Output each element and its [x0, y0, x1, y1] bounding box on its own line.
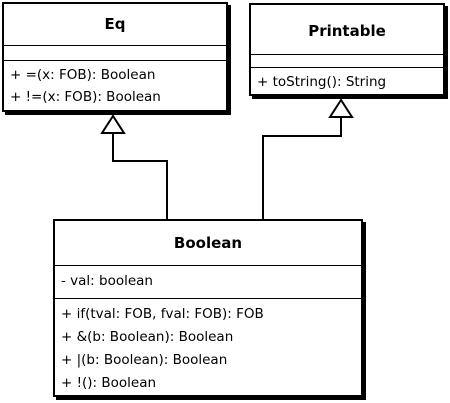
eq-generalization-arrowhead: [100, 114, 126, 134]
boolean-to-eq-line: [112, 133, 168, 219]
class-eq: Eq + =(x: FOB): Boolean + !=(x: FOB): Bo…: [2, 2, 228, 112]
operation: + toString(): String: [257, 74, 387, 90]
operation: + &(b: Boolean): Boolean: [61, 329, 234, 345]
class-printable-name: Printable: [251, 5, 443, 55]
class-boolean-operations: + if(tval: FOB, fval: FOB): FOB + &(b: B…: [55, 299, 361, 395]
class-boolean: Boolean - val: boolean + if(tval: FOB, f…: [53, 219, 363, 397]
operation: + =(x: FOB): Boolean: [10, 67, 156, 83]
class-eq-name: Eq: [4, 4, 226, 46]
class-boolean-attributes: - val: boolean: [55, 266, 361, 299]
printable-generalization-arrowhead: [328, 98, 354, 118]
class-printable-operations: + toString(): String: [251, 68, 443, 93]
class-printable: Printable + toString(): String: [249, 3, 445, 96]
class-eq-attributes: [4, 46, 226, 61]
attribute: - val: boolean: [61, 273, 153, 289]
boolean-to-printable-line: [262, 117, 342, 219]
class-eq-operations: + =(x: FOB): Boolean + !=(x: FOB): Boole…: [4, 61, 226, 108]
class-boolean-name: Boolean: [55, 221, 361, 266]
operation: + !=(x: FOB): Boolean: [10, 89, 161, 105]
operation: + |(b: Boolean): Boolean: [61, 352, 228, 368]
operation: + if(tval: FOB, fval: FOB): FOB: [61, 306, 264, 322]
operation: + !(): Boolean: [61, 375, 157, 391]
class-printable-attributes: [251, 55, 443, 68]
